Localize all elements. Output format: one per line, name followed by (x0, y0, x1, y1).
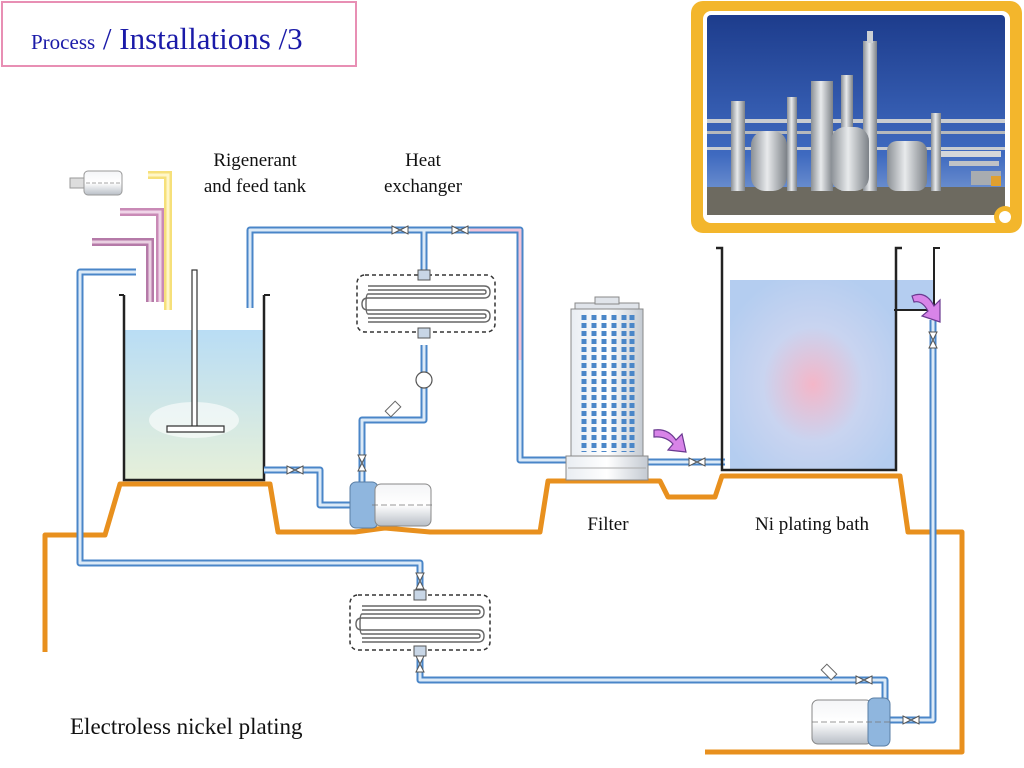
filter-label: Filter (587, 514, 629, 535)
lower-heat-exchanger (349, 589, 491, 657)
filter-unit (565, 296, 649, 481)
breadcrumb-installations: / Installations /3 (95, 21, 303, 56)
feed-tank-label-line1: Rigenerant (213, 150, 297, 171)
flow-arrows (653, 293, 941, 453)
main-pump (349, 481, 432, 529)
industrial-plant-photo (691, 1, 1022, 233)
slide-title-box: Process / Installations /3 (1, 1, 357, 67)
breadcrumb-process: Process (31, 30, 96, 54)
heat-exchanger-label-line2: exchanger (383, 176, 463, 197)
valves (286, 225, 938, 725)
bottom-pump (811, 697, 891, 747)
heat-exchanger-label-line1: Heat (405, 150, 441, 171)
floor-outline (42, 473, 965, 755)
plating-bath (716, 246, 940, 472)
feed-tank (69, 170, 270, 482)
feed-tank-label: Rigenerant and feed tank (193, 148, 317, 200)
slide-title: Process / Installations /3 (31, 21, 303, 57)
plating-bath-label: Ni plating bath (755, 514, 869, 535)
upper-heat-exchanger (356, 269, 496, 389)
feed-tank-label-line2: and feed tank (203, 176, 307, 197)
caption: Electroless nickel plating (70, 714, 303, 739)
heat-exchanger-label: Heat exchanger (373, 148, 473, 200)
